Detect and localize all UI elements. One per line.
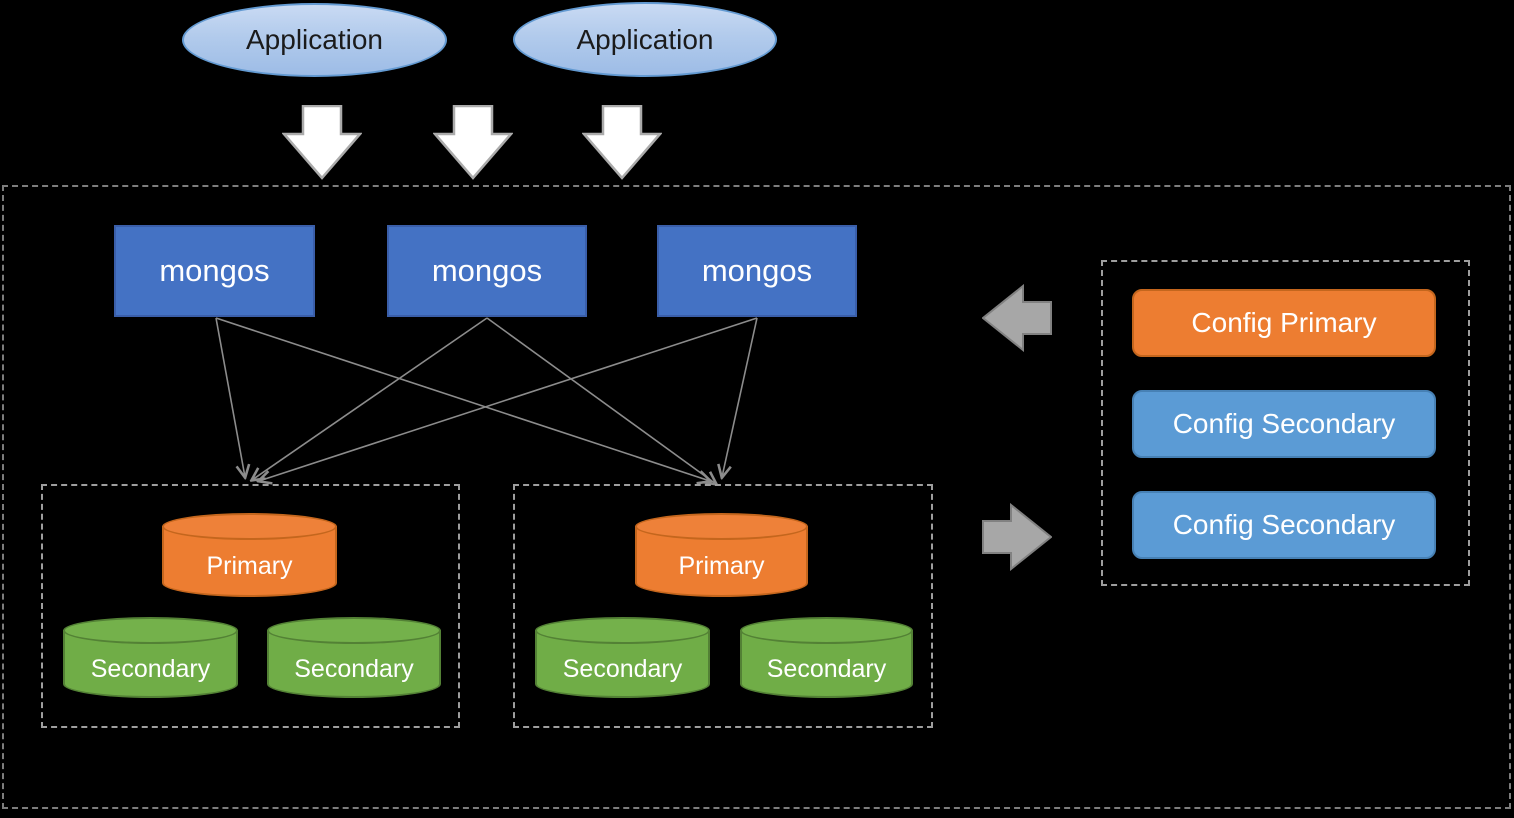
mongos-label: mongos (701, 253, 813, 288)
secondary-cylinder: Secondary (267, 617, 441, 698)
shard-replicaset-box: Primary Secondary Secondary (513, 484, 933, 728)
config-secondary-node: Config Secondary (1132, 390, 1436, 458)
right-arrow-icon (982, 503, 1052, 571)
secondary-label: Secondary (294, 654, 414, 683)
primary-cylinder: Primary (635, 513, 808, 597)
cluster-boundary (2, 185, 1511, 809)
mongos-router-box: mongos (387, 225, 587, 317)
application-label: Application (576, 23, 714, 55)
secondary-label: Secondary (90, 654, 211, 683)
cylinder-top (162, 513, 337, 540)
mongos-router-box: mongos (114, 225, 315, 317)
mongos-label: mongos (431, 253, 543, 288)
cylinder-top (267, 617, 441, 644)
primary-label: Primary (206, 552, 293, 580)
secondary-label: Secondary (766, 654, 887, 683)
cylinder-top (63, 617, 238, 644)
secondary-label: Secondary (562, 654, 683, 683)
down-arrow-icon (282, 105, 362, 180)
mongos-label: mongos (159, 253, 270, 288)
left-arrow-icon (982, 284, 1052, 352)
primary-label: Primary (678, 552, 765, 580)
application-node: Application (513, 2, 777, 77)
down-arrow-icon (433, 105, 513, 180)
config-primary-node: Config Primary (1132, 289, 1436, 357)
secondary-cylinder: Secondary (740, 617, 913, 698)
application-node: Application (182, 3, 447, 77)
shard-replicaset-box: Primary Secondary Secondary (41, 484, 460, 728)
config-secondary-node: Config Secondary (1132, 491, 1436, 559)
application-label: Application (246, 24, 383, 55)
cylinder-top (535, 617, 710, 644)
config-servers-box: Config Primary Config Secondary Config S… (1101, 260, 1470, 586)
cylinder-top (635, 513, 808, 540)
mongos-router-box: mongos (657, 225, 857, 317)
down-arrow-icon (582, 105, 662, 180)
cylinder-top (740, 617, 913, 644)
config-secondary-label: Config Secondary (1172, 408, 1396, 439)
config-secondary-label: Config Secondary (1172, 509, 1396, 540)
primary-cylinder: Primary (162, 513, 337, 597)
secondary-cylinder: Secondary (63, 617, 238, 698)
secondary-cylinder: Secondary (535, 617, 710, 698)
config-primary-label: Config Primary (1191, 307, 1377, 338)
